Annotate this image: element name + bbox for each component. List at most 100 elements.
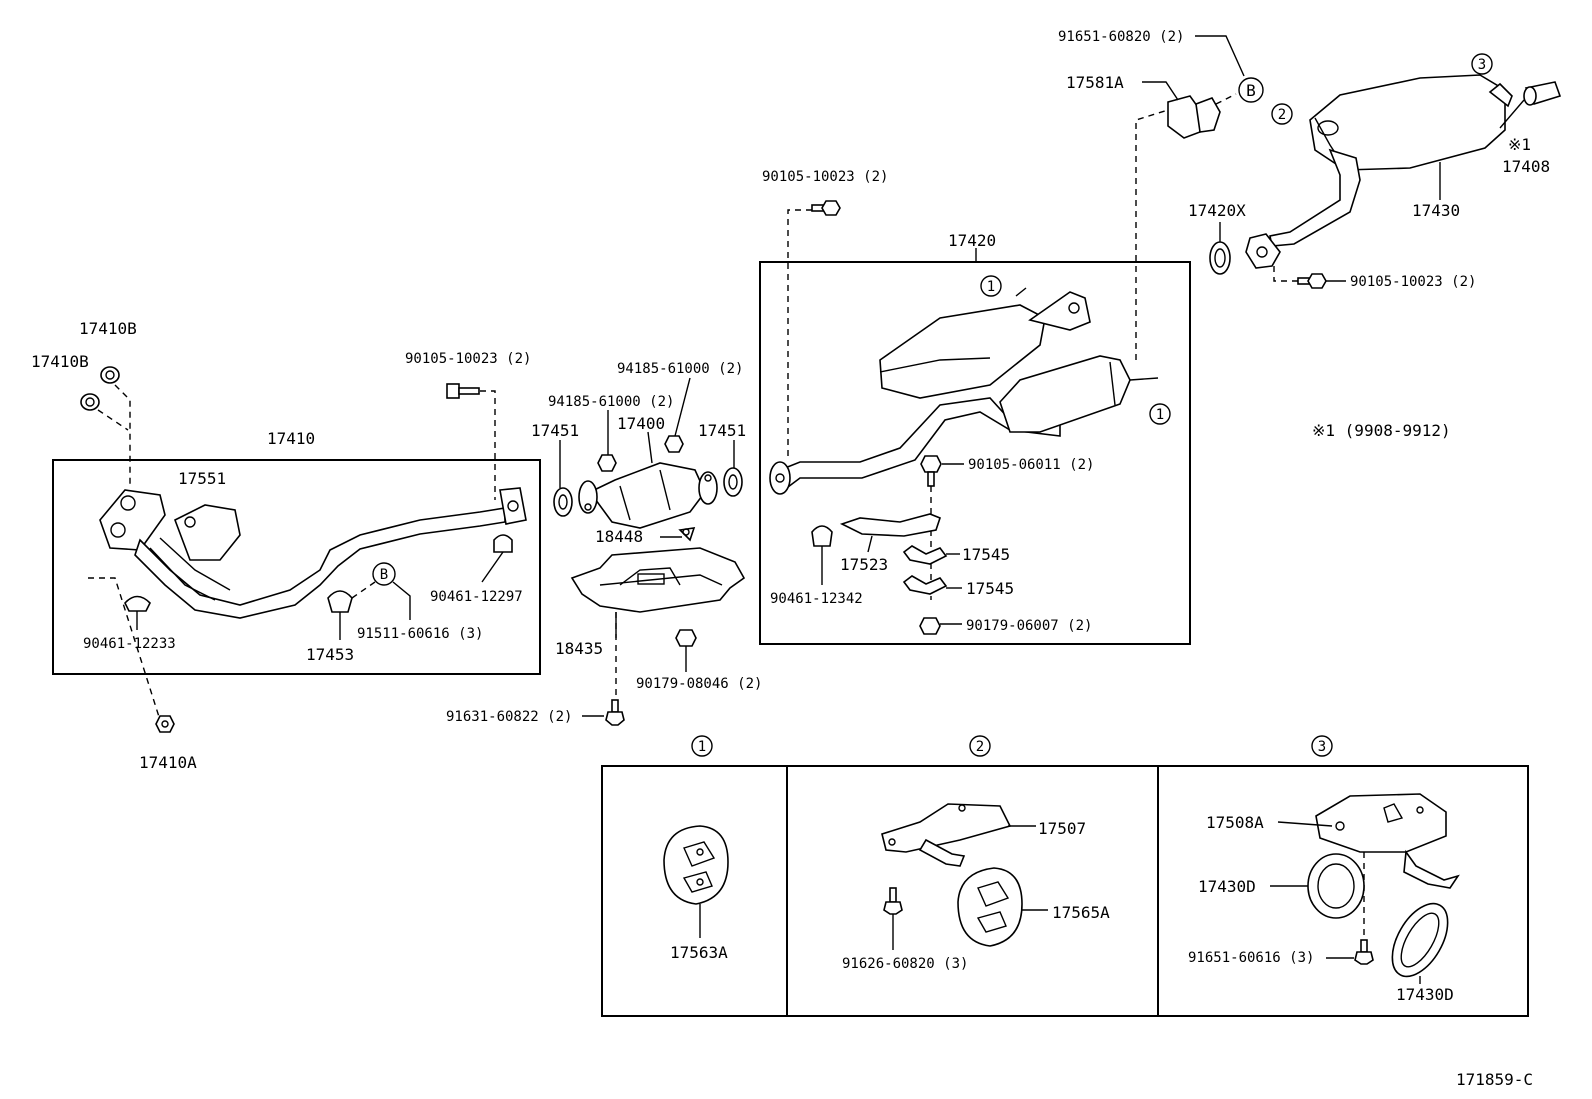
callout-b-hanger: B	[1246, 81, 1256, 100]
label-17430: 17430	[1412, 201, 1460, 220]
label-17451-left: 17451	[531, 421, 579, 440]
nut-94185-left-illustration	[597, 454, 617, 472]
label-17581a: 17581A	[1066, 73, 1124, 92]
leader-91651-60820	[1195, 35, 1245, 77]
clamp-90461-12342-illustration	[811, 525, 833, 547]
center-pipe-illustration	[769, 287, 1159, 495]
callout-3-panel: 3	[1318, 739, 1326, 755]
rubber-mount-17565a-illustration	[957, 867, 1023, 947]
callout-2-panel: 2	[976, 739, 984, 755]
hanger-17581a-illustration	[1167, 95, 1221, 139]
label-17400: 17400	[617, 414, 665, 433]
label-17563a: 17563A	[670, 943, 728, 962]
label-17545-b: 17545	[966, 579, 1014, 598]
label-90105-06011: 90105-06011 (2)	[968, 457, 1094, 473]
label-17430d-bottom: 17430D	[1396, 985, 1454, 1004]
callout-b-front: B	[380, 567, 388, 583]
center-pipe-box	[759, 261, 1191, 645]
nut-90179-06007-illustration	[919, 617, 941, 635]
label-91651-60820: 91651-60820 (2)	[1058, 29, 1184, 45]
leader-17408	[1499, 99, 1525, 129]
leader-bolt-left	[480, 390, 496, 500]
gasket-17451-right-illustration	[723, 467, 743, 497]
clamp-90461-12233-illustration	[124, 595, 151, 612]
label-90105-10023-left: 90105-10023 (2)	[405, 351, 531, 367]
leader-17410b-2	[97, 409, 129, 431]
callout-1-center-top: 1	[987, 279, 995, 295]
gasket-17430d-b-illustration	[1391, 902, 1449, 978]
label-90179-08046: 90179-08046 (2)	[636, 676, 762, 692]
label-90461-12342: 90461-12342	[770, 591, 863, 607]
label-94185-61000-top: 94185-61000 (2)	[617, 361, 743, 377]
label-18435: 18435	[555, 639, 603, 658]
label-91626-60820: 91626-60820 (3)	[842, 956, 968, 972]
front-pipe-box	[52, 459, 541, 675]
label-17420: 17420	[948, 231, 996, 250]
catalytic-converter-illustration	[578, 462, 718, 529]
gasket-17410b-illustration	[80, 366, 120, 411]
leader-17508a	[1277, 821, 1333, 827]
label-17410b-bottom: 17410B	[31, 352, 89, 371]
label-17523: 17523	[840, 555, 888, 574]
bolt-90105-10023-mid-illustration	[811, 200, 841, 216]
gasket-17451-left-illustration	[553, 487, 573, 517]
heat-insulator-18435-illustration	[570, 547, 746, 613]
label-90461-12297: 90461-12297	[430, 589, 523, 605]
label-90105-10023-right: 90105-10023 (2)	[1350, 274, 1476, 290]
label-17410: 17410	[267, 429, 315, 448]
label-17430d-top: 17430D	[1198, 877, 1256, 896]
label-17565a: 17565A	[1052, 903, 1110, 922]
label-91651-60616: 91651-60616 (3)	[1188, 950, 1314, 966]
bolt-90105-06011-illustration	[920, 455, 942, 487]
leader-17523	[867, 535, 873, 553]
bracket-17545-b-illustration	[902, 575, 948, 595]
dash-center-hanger	[1135, 109, 1169, 360]
leader-17581a	[1142, 81, 1179, 101]
label-90461-12233: 90461-12233	[83, 636, 176, 652]
label-17410b-top: 17410B	[79, 319, 137, 338]
leader-90461-12297	[481, 551, 504, 583]
label-17545-a: 17545	[962, 545, 1010, 564]
bolt-91626-60820-illustration	[883, 887, 903, 915]
tail-tip-17408-illustration	[1523, 81, 1562, 106]
label-17551: 17551	[178, 469, 226, 488]
bracket-17507-illustration	[881, 803, 1012, 867]
nut-90179-08046-illustration	[675, 629, 697, 647]
label-17410a: 17410A	[139, 753, 197, 772]
callout-2-top: 2	[1278, 107, 1286, 123]
leader-17400	[647, 431, 653, 464]
clamp-17453-illustration	[327, 590, 353, 613]
label-17453: 17453	[306, 645, 354, 664]
label-17420x: 17420X	[1188, 201, 1246, 220]
label-note-date-range: ※1 (9908-9912)	[1312, 421, 1451, 440]
bolt-91651-60616-illustration	[1354, 939, 1374, 965]
bracket-17545-a-illustration	[902, 545, 948, 565]
detail-panel-box	[601, 765, 1529, 1017]
label-17408: 17408	[1502, 157, 1550, 176]
nut-94185-right-illustration	[664, 435, 684, 453]
leader-91511	[392, 581, 411, 620]
dash-center-bolt	[787, 209, 812, 460]
hanger-17523-illustration	[839, 513, 941, 537]
label-17507: 17507	[1038, 819, 1086, 838]
label-note-mark: ※1	[1508, 135, 1531, 154]
dash-front-17410a	[88, 577, 161, 721]
callout-1-panel: 1	[698, 739, 706, 755]
rubber-mount-17563a-illustration	[663, 825, 729, 905]
label-17451-right: 17451	[698, 421, 746, 440]
leader-b-front	[351, 581, 376, 599]
label-90105-10023-mid: 90105-10023 (2)	[762, 169, 888, 185]
leader-17410b	[114, 384, 131, 485]
gasket-17430d-a-illustration	[1307, 853, 1365, 919]
diagram-reference-code: 171859-C	[1456, 1070, 1533, 1089]
bolt-91631-60822-illustration	[605, 699, 625, 726]
label-91631-60822: 91631-60822 (2)	[446, 709, 572, 725]
callout-3-top: 3	[1478, 57, 1486, 73]
bolt-90105-10023-left-illustration	[446, 383, 480, 399]
callout-1-center-right: 1	[1156, 407, 1164, 423]
label-91511-60616: 91511-60616 (3)	[357, 626, 483, 642]
gasket-17420x-illustration	[1209, 241, 1231, 275]
dash-right-bolt	[1273, 266, 1298, 282]
muffler-17430-illustration	[1245, 74, 1513, 269]
